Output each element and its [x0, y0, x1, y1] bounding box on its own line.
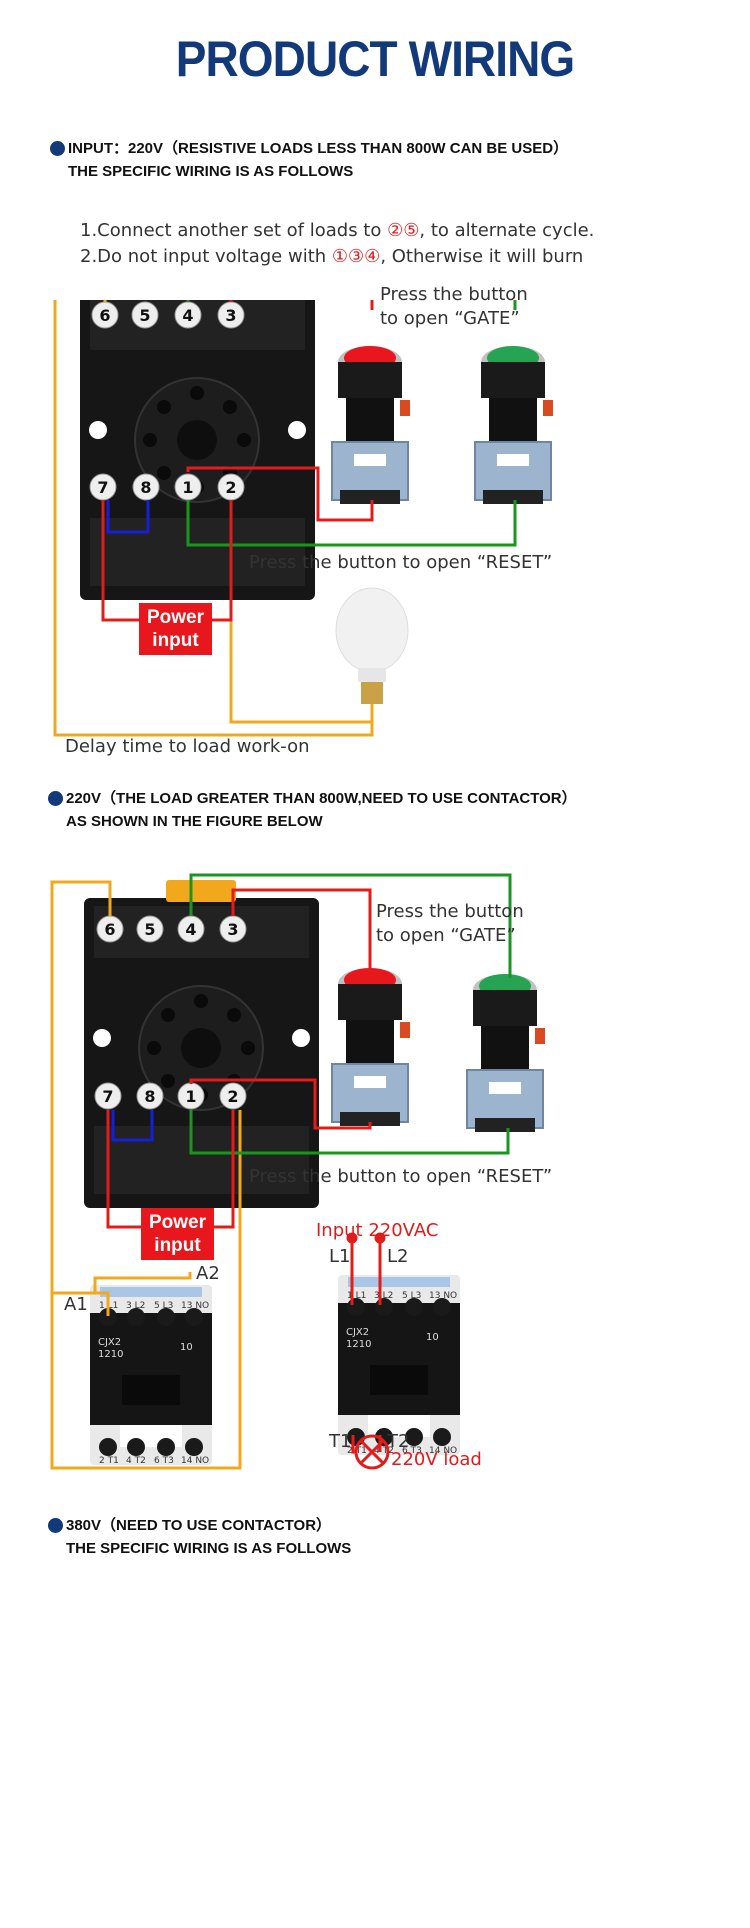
svg-text:5: 5: [144, 920, 155, 939]
red-push-button: [331, 968, 411, 1127]
svg-text:4 T2: 4 T2: [126, 1456, 146, 1466]
l1-label: L1: [329, 1246, 351, 1267]
svg-text:1: 1: [185, 1087, 196, 1106]
svg-text:6: 6: [104, 920, 115, 939]
section-3-line-2: THE SPECIFIC WIRING IS AS FOLLOWS: [66, 1540, 352, 1557]
svg-text:6 T3: 6 T3: [402, 1446, 422, 1456]
svg-text:3: 3: [227, 920, 238, 939]
section-1-line-2: THE SPECIFIC WIRING IS AS FOLLOWS: [68, 163, 354, 180]
svg-text:1 L1: 1 L1: [347, 1291, 366, 1301]
svg-text:4: 4: [185, 920, 196, 939]
terminal-numbers: ②⑤: [387, 220, 420, 241]
section-2-heading: 220V（THE LOAD GREATER THAN 800W,NEED TO …: [48, 787, 577, 833]
gate-label-2: Press the button to open “GATE”: [376, 901, 524, 946]
bullet-icon: [48, 791, 63, 806]
svg-text:4 T2: 4 T2: [374, 1446, 394, 1456]
svg-text:10: 10: [426, 1332, 439, 1343]
contactor-right-label: CJX2 1210 10: [346, 1327, 439, 1350]
gate-label-1: Press the button to open “GATE”: [380, 284, 528, 329]
terminal-1: 1: [182, 478, 193, 497]
svg-text:7: 7: [102, 1087, 113, 1106]
reset-label-1: Press the button to open “RESET”: [249, 552, 553, 573]
contactor-right: [338, 1275, 460, 1455]
input-leads: [346, 1232, 386, 1305]
svg-text:2: 2: [227, 1087, 238, 1106]
wiring-notes: 1.Connect another set of loads to ②⑤, to…: [80, 218, 594, 270]
terminal-numbers: ①③④: [331, 246, 381, 267]
svg-text:14 NO: 14 NO: [181, 1456, 209, 1466]
a1-label: A1: [64, 1294, 88, 1315]
bullet-icon: [48, 1518, 63, 1533]
wiring-diagram-1: 6 5 4 3 7 8 1 2: [53, 300, 554, 737]
a2-label: A2: [196, 1263, 220, 1284]
svg-text:13 NO: 13 NO: [181, 1301, 209, 1311]
terminal-7: 7: [97, 478, 108, 497]
section-3-line-1: 380V（NEED TO USE CONTACTOR）: [66, 1517, 332, 1534]
svg-text:3 L2: 3 L2: [374, 1291, 393, 1301]
terminal-3: 3: [225, 306, 236, 325]
section-2-line-1: 220V（THE LOAD GREATER THAN 800W,NEED TO …: [66, 790, 577, 807]
power-input-badge-1: Power input: [139, 603, 213, 655]
svg-text:6 T3: 6 T3: [154, 1456, 174, 1466]
light-bulb-icon: [335, 587, 409, 704]
terminal-8: 8: [140, 478, 151, 497]
wires-diagram-1: [53, 300, 517, 737]
svg-text:1210: 1210: [346, 1339, 371, 1350]
green-push-button: [474, 346, 554, 505]
terminal-5: 5: [139, 306, 150, 325]
t2-label: T2: [387, 1431, 410, 1452]
svg-text:1210: 1210: [98, 1349, 123, 1360]
section-2-line-2: AS SHOWN IN THE FIGURE BELOW: [66, 813, 323, 830]
svg-text:5 L3: 5 L3: [154, 1301, 173, 1311]
svg-text:10: 10: [180, 1342, 193, 1353]
load-lamp-icon: [351, 1434, 390, 1470]
svg-text:14 NO: 14 NO: [429, 1446, 457, 1456]
section-1-heading: INPUT：220V（RESISTIVE LOADS LESS THAN 800…: [50, 137, 569, 183]
delay-label: Delay time to load work-on: [65, 736, 310, 757]
svg-text:2 T1: 2 T1: [99, 1456, 119, 1466]
svg-text:CJX2: CJX2: [98, 1337, 121, 1348]
power-input-badge-2: Power input: [141, 1208, 215, 1260]
terminal-4: 4: [182, 306, 193, 325]
section-1-line-1: INPUT：220V（RESISTIVE LOADS LESS THAN 800…: [68, 140, 569, 157]
note-2: 2.Do not input voltage with ①③④, Otherwi…: [80, 246, 584, 267]
contactor-left-label: CJX2 1210 10: [98, 1337, 193, 1360]
note-1: 1.Connect another set of loads to ②⑤, to…: [80, 220, 595, 241]
page-title: PRODUCT WIRING: [175, 31, 575, 87]
wiring-diagram-2: 6 5 4 3 7 8 1 2 1 L1 3 L2 5 L3 13 NO 2 T…: [50, 873, 546, 1470]
svg-text:8: 8: [144, 1087, 155, 1106]
wires-diagram-2: [50, 873, 512, 1470]
svg-text:CJX2: CJX2: [346, 1327, 369, 1338]
svg-text:5 L3: 5 L3: [402, 1291, 421, 1301]
relay-top-terminals: 6 5 4 3: [96, 915, 247, 943]
reset-label-2: Press the button to open “RESET”: [249, 1166, 553, 1187]
green-push-button: [466, 974, 546, 1133]
input-220vac-label: Input 220VAC: [316, 1220, 439, 1241]
terminal-6: 6: [99, 306, 110, 325]
terminal-2: 2: [225, 478, 236, 497]
load-220v-label: 220V load: [391, 1449, 482, 1470]
red-push-button: [331, 346, 411, 505]
relay-bottom-terminals: 7 8 1 2: [94, 1082, 247, 1110]
bullet-icon: [50, 141, 65, 156]
svg-text:3 L2: 3 L2: [126, 1301, 145, 1311]
l2-label: L2: [387, 1246, 409, 1267]
svg-text:13 NO: 13 NO: [429, 1291, 457, 1301]
t1-label: T1: [329, 1431, 352, 1452]
section-3-heading: 380V（NEED TO USE CONTACTOR） THE SPECIFIC…: [48, 1514, 352, 1560]
